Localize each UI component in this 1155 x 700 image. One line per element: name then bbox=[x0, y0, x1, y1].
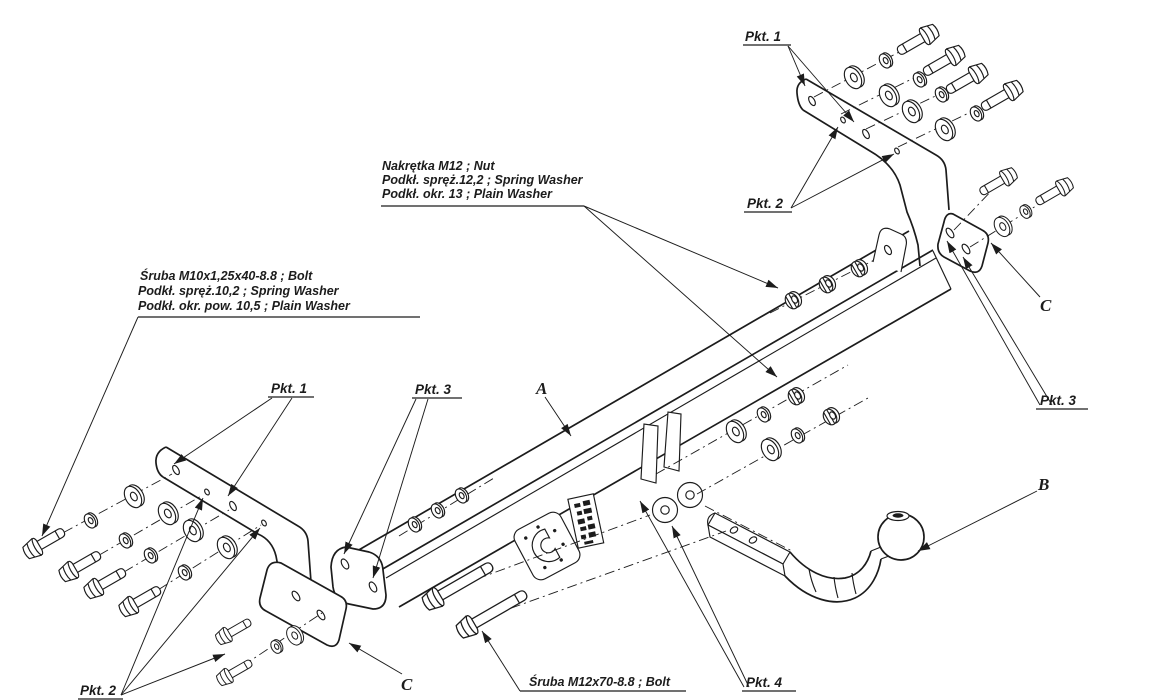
beam-top-nuts bbox=[769, 251, 891, 314]
link-hole bbox=[660, 505, 670, 515]
slot-hole bbox=[862, 128, 870, 140]
link-hole bbox=[685, 490, 695, 500]
label-part-a: A bbox=[535, 379, 547, 398]
bar-hole bbox=[748, 536, 758, 544]
m12-bolt-group bbox=[418, 514, 727, 643]
slot-hole bbox=[883, 244, 893, 256]
left-side-plate-c bbox=[258, 561, 348, 648]
small-hole bbox=[894, 147, 900, 155]
note-bolt-m12: Śruba M12x70-8.8 ; Bolt bbox=[529, 674, 671, 689]
label-part-c-left: C bbox=[401, 675, 413, 694]
beam-top-spring-washers bbox=[398, 477, 495, 537]
right-side-plate-c bbox=[937, 212, 990, 274]
shackle-links bbox=[640, 411, 704, 524]
receiver-bar bbox=[704, 505, 793, 578]
note-nut-line3: Podkł. okr. 13 ; Plain Washer bbox=[382, 187, 553, 201]
small-hole bbox=[840, 116, 846, 124]
note-nut-line2: Podkł. spręż.12,2 ; Spring Washer bbox=[382, 173, 584, 187]
left-lower-bolt-group bbox=[212, 612, 323, 689]
label-part-b: B bbox=[1037, 475, 1049, 494]
label-pkt1-right: Pkt. 1 bbox=[745, 29, 781, 44]
annotations: Nakrętka M12 ; Nut Podkł. spręż.12,2 ; S… bbox=[80, 29, 1077, 698]
note-nut-line1: Nakrętka M12 ; Nut bbox=[382, 159, 495, 173]
leader-lines bbox=[41, 44, 1088, 700]
left-bolt-group bbox=[19, 473, 262, 621]
right-mounting-bracket bbox=[796, 78, 950, 267]
right-bolt-group bbox=[813, 20, 1027, 148]
slot-hole bbox=[945, 227, 955, 239]
label-pkt4: Pkt. 4 bbox=[746, 675, 783, 690]
note-bolt-m10-line1: Śruba M10x1,25x40-8.8 ; Bolt bbox=[140, 268, 313, 283]
slot-hole bbox=[291, 590, 301, 602]
bar-hole bbox=[729, 526, 739, 534]
slot-hole bbox=[961, 243, 971, 255]
label-pkt2-right: Pkt. 2 bbox=[747, 196, 784, 211]
towball bbox=[877, 510, 925, 561]
slot-hole bbox=[316, 609, 326, 621]
note-bolt-m10-line3: Podkł. okr. pow. 10,5 ; Plain Washer bbox=[138, 299, 351, 313]
slot-hole bbox=[340, 558, 350, 570]
under-beam-fasteners-b bbox=[696, 397, 869, 495]
small-hole bbox=[204, 488, 210, 496]
slot-hole bbox=[172, 464, 180, 476]
label-pkt3-left: Pkt. 3 bbox=[415, 382, 452, 397]
crossbeam bbox=[356, 230, 952, 608]
under-beam-fasteners-a bbox=[655, 364, 849, 475]
type-plate-sticker bbox=[567, 493, 605, 549]
center-flange-plate bbox=[513, 511, 581, 581]
beam-right-end-tab bbox=[872, 227, 908, 273]
right-lower-bolt-group bbox=[953, 164, 1077, 248]
label-pkt3-right: Pkt. 3 bbox=[1040, 393, 1077, 408]
slot-hole bbox=[229, 500, 237, 512]
label-part-c-right: C bbox=[1040, 296, 1052, 315]
slot-hole bbox=[368, 581, 378, 593]
label-pkt2-left: Pkt. 2 bbox=[80, 683, 117, 698]
ball-neck bbox=[784, 546, 890, 603]
slot-hole bbox=[808, 95, 816, 107]
small-hole bbox=[261, 519, 267, 527]
label-pkt1-left: Pkt. 1 bbox=[271, 381, 307, 396]
note-bolt-m10-line2: Podkł. spręż.10,2 ; Spring Washer bbox=[138, 284, 340, 298]
